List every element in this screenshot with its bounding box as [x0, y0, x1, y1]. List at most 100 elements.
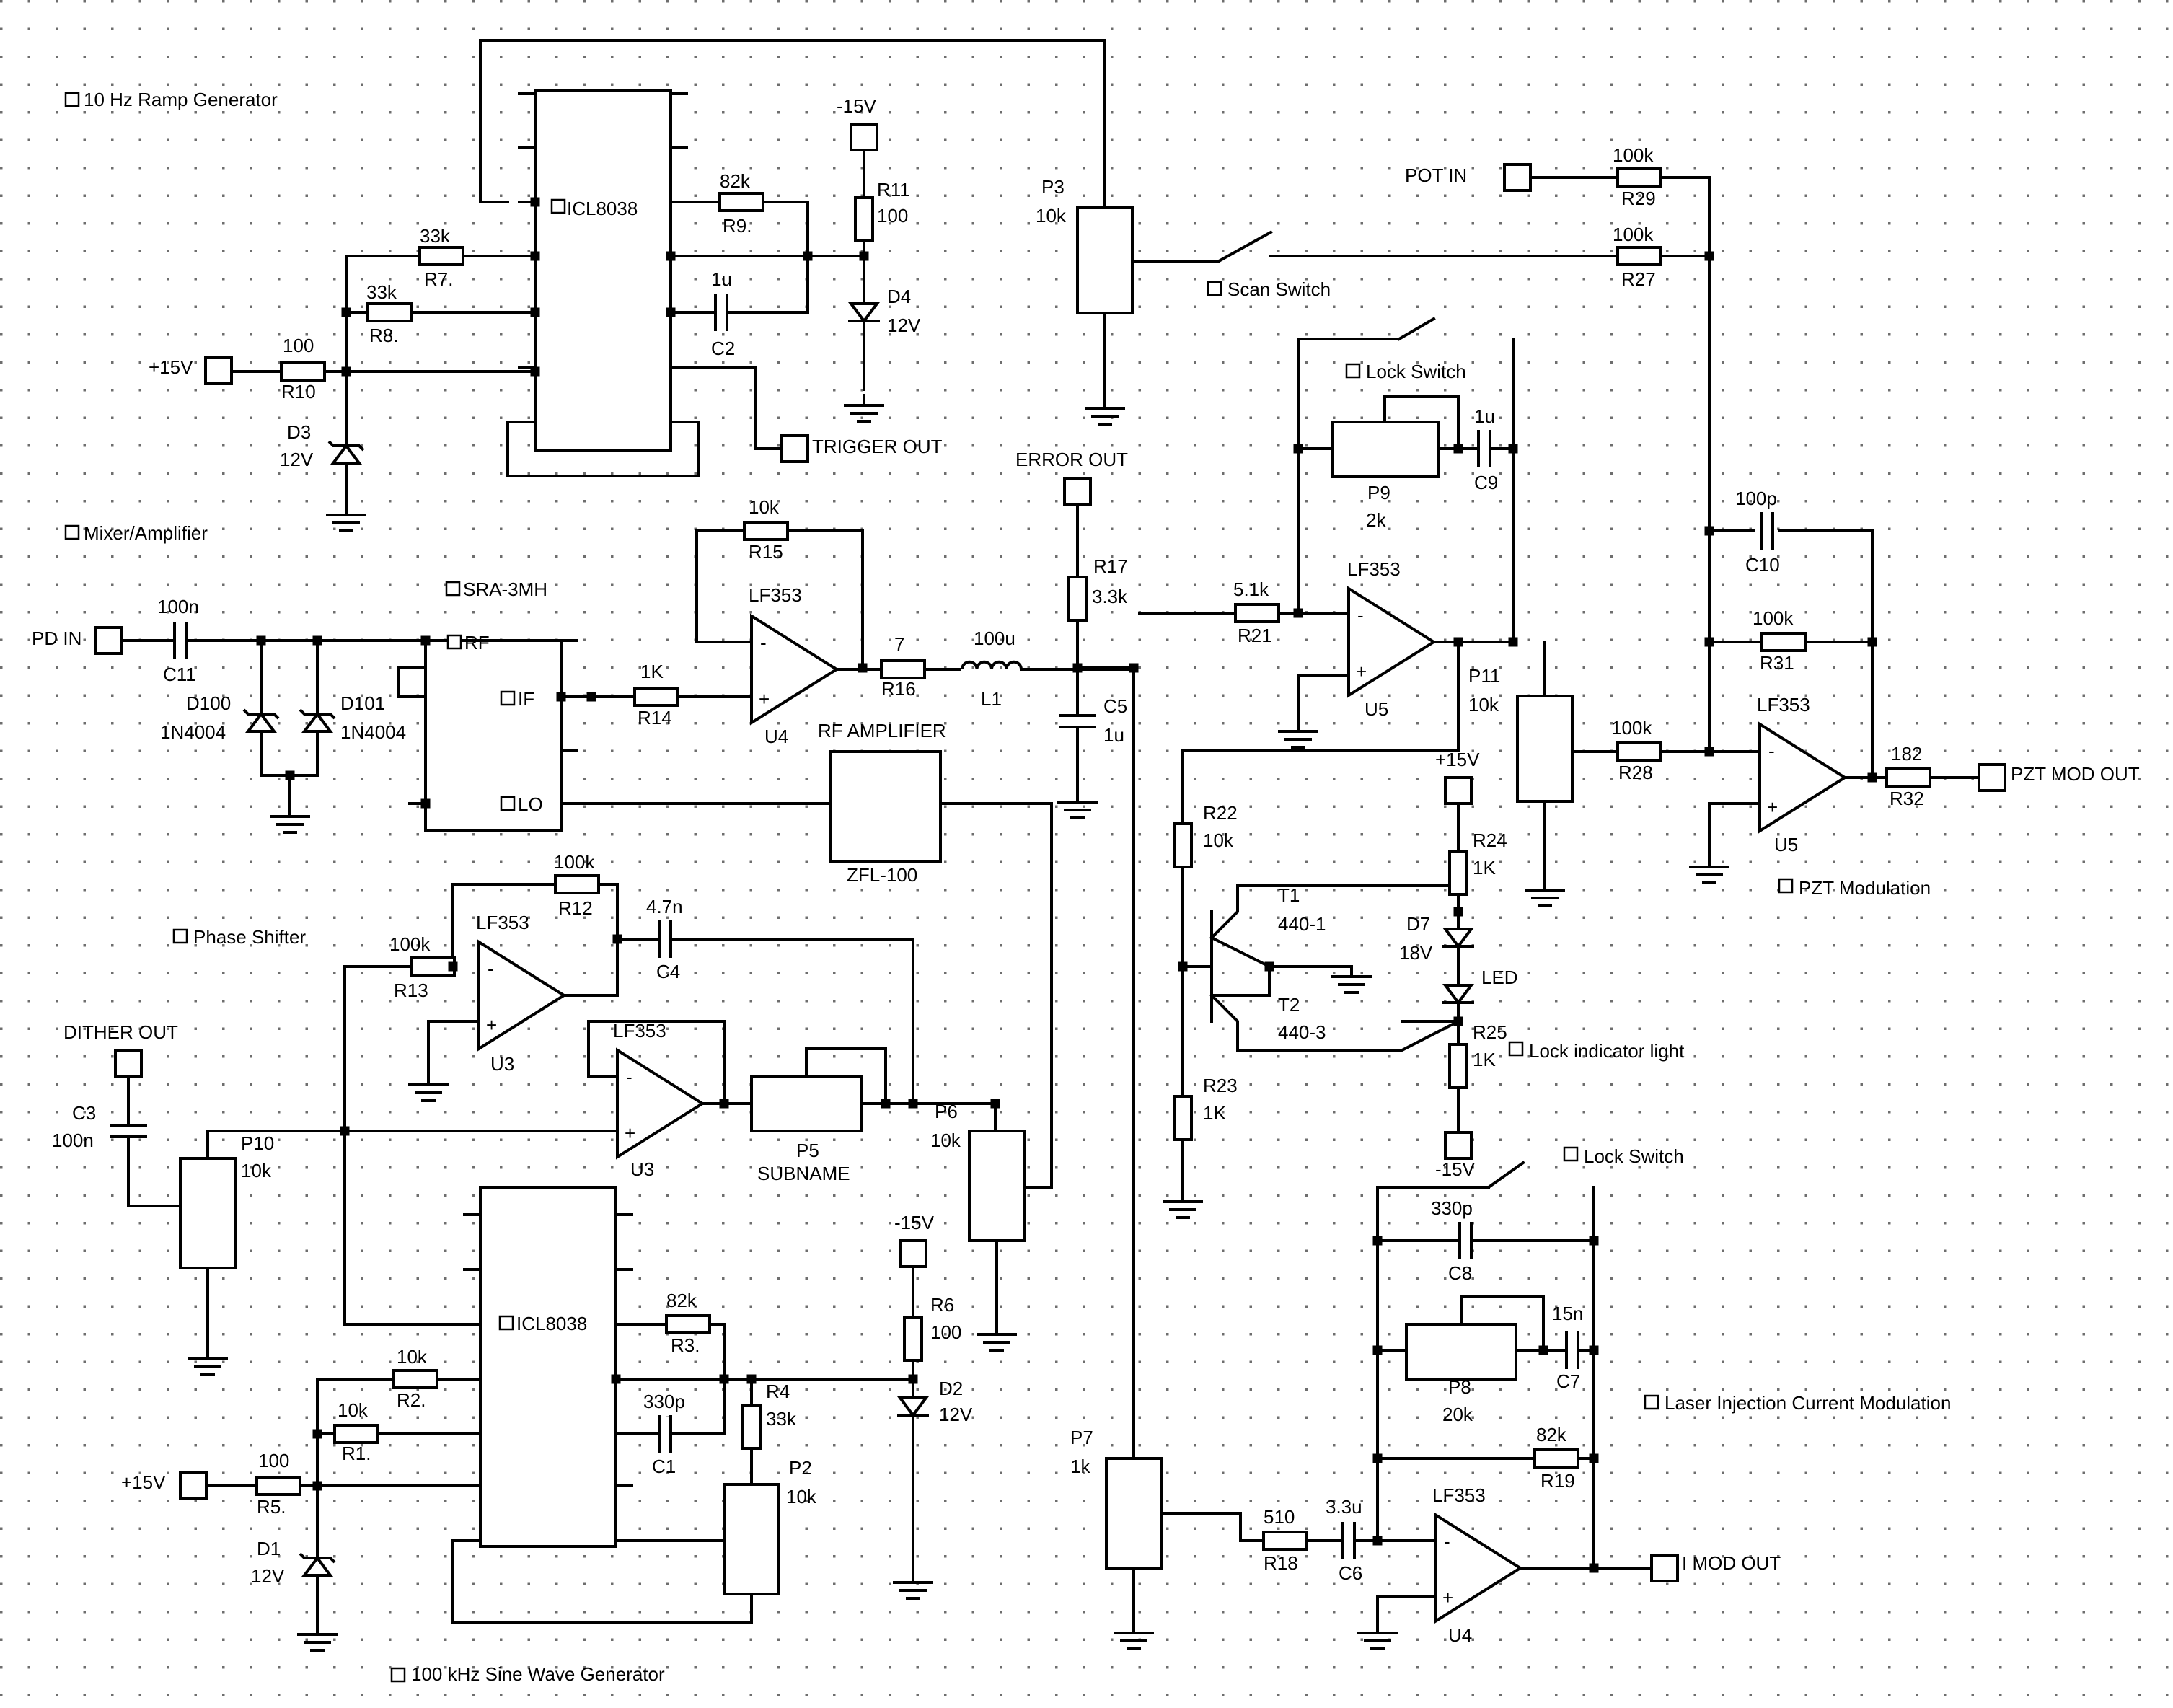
junction-dot	[746, 1374, 757, 1384]
c11-name: C11	[163, 664, 196, 685]
r1-name: R1.	[342, 1443, 371, 1464]
opamp-u5: -+	[1347, 586, 1437, 698]
dither-out: DITHER OUT	[63, 1021, 178, 1043]
mixer: SRA-3MH	[463, 578, 547, 600]
u5-type: LF353	[1347, 558, 1401, 580]
section-marker-icon	[1345, 363, 1361, 379]
p2-val: 10k	[786, 1486, 817, 1507]
resistor-r12	[554, 874, 600, 894]
junction-dot	[256, 635, 266, 646]
r23-name: R23	[1203, 1075, 1238, 1096]
labels: 10 Hz Ramp GeneratorMixer/AmplifierPhase…	[32, 89, 2140, 1685]
junction-dot	[1072, 663, 1083, 673]
ic-icl8038-top	[534, 89, 672, 452]
pzt-mod: PZT Modulation	[1799, 877, 1931, 899]
rfamp-name: ZFL-100	[847, 864, 917, 886]
junction-dot	[1704, 747, 1714, 757]
resistor-r3	[665, 1314, 711, 1334]
potentiometer-p9	[1331, 421, 1440, 478]
c1-name: C1	[652, 1456, 676, 1477]
junction-dot	[990, 1099, 1000, 1109]
r31-val: 100k	[1753, 607, 1794, 629]
svg-text:-: -	[1768, 740, 1775, 762]
mixer-if: IF	[518, 688, 534, 710]
d4-val: 12V	[887, 314, 921, 336]
r3-val: 82k	[666, 1290, 697, 1311]
r22-val: 10k	[1203, 829, 1234, 851]
laser-mod: Laser Injection Current Modulation	[1665, 1392, 1951, 1414]
junction-dot	[1508, 637, 1518, 647]
junction-dot	[1372, 1453, 1383, 1463]
port-plus15v-sine	[179, 1471, 208, 1500]
resistor-r19	[1533, 1448, 1579, 1469]
bottom: ICL8038	[516, 1313, 587, 1334]
section-marker-icon	[1778, 878, 1794, 894]
p7-name: P7	[1070, 1427, 1093, 1448]
junction-dot	[719, 1374, 729, 1384]
resistor-r21	[1234, 603, 1280, 623]
wire-r15	[695, 529, 864, 669]
p7-val: 1k	[1070, 1456, 1090, 1477]
r1-val: 10k	[338, 1399, 369, 1421]
junction-dot	[312, 635, 322, 646]
c8-name: C8	[1448, 1262, 1472, 1284]
svg-text:-: -	[626, 1066, 632, 1088]
c7-name: C7	[1556, 1370, 1580, 1392]
svg-text:+: +	[625, 1122, 635, 1144]
capacitor-c3	[110, 1124, 147, 1138]
d4-name: D4	[887, 286, 911, 307]
r29-val: 100k	[1613, 144, 1654, 166]
r5-name: R5.	[257, 1496, 286, 1518]
c9-name: C9	[1474, 472, 1498, 493]
c4-name: C4	[656, 961, 680, 982]
c10-val: 100p	[1735, 488, 1777, 509]
lock-switch-bottom: Lock Switch	[1584, 1145, 1684, 1167]
svg-text:+: +	[759, 688, 770, 710]
r27-name: R27	[1621, 268, 1656, 290]
u4-name: U4	[764, 726, 788, 747]
junction-dot	[908, 1374, 918, 1384]
zener-diode-d2	[897, 1396, 929, 1418]
junction-dot	[285, 770, 295, 780]
r6-val: 100	[930, 1321, 961, 1343]
port-pot-in	[1503, 163, 1532, 192]
d3-val: 12V	[280, 449, 314, 470]
ic-icl8038-bottom	[479, 1186, 617, 1548]
wire-ramp-feedback	[479, 39, 1106, 211]
mixer-rf: RF	[464, 632, 490, 653]
opamp-u4b: -+	[1434, 1512, 1523, 1624]
c6-name: C6	[1339, 1562, 1362, 1584]
p11-name: P11	[1468, 665, 1500, 687]
lock-switch-bottom	[1486, 1161, 1525, 1189]
vn-lock: -15V	[1435, 1158, 1476, 1180]
resistor-r1	[333, 1424, 379, 1444]
section-marker-icon	[64, 92, 80, 107]
resistor-r9	[718, 192, 764, 212]
d2-val: 12V	[939, 1404, 973, 1425]
r7-name: R7.	[424, 268, 453, 290]
port-pzt-mod-out	[1978, 763, 2006, 792]
potentiometer-p11	[1516, 695, 1574, 803]
resistor-r7	[418, 246, 464, 266]
c9-val: 1u	[1474, 405, 1495, 427]
p11-val: 10k	[1468, 694, 1499, 716]
wire-p9-wiper	[1383, 395, 1460, 450]
wire-r7	[345, 255, 537, 314]
junction-dot	[1293, 444, 1303, 454]
r10-val: 100	[283, 335, 314, 356]
junction-dot	[1372, 1536, 1383, 1546]
resistor-r2	[392, 1369, 438, 1389]
wire-dither	[127, 1075, 182, 1207]
zener-diode-d4	[848, 302, 880, 324]
resistor-r4	[741, 1404, 762, 1450]
r27-val: 100k	[1613, 224, 1654, 245]
u4b-name: U4	[1448, 1624, 1472, 1646]
port-minus15v-lock	[1444, 1131, 1473, 1160]
zener-diode-d1	[299, 1552, 336, 1577]
port-trigger-out	[780, 434, 809, 463]
r7-val: 33k	[420, 225, 451, 247]
r15-val: 10k	[749, 496, 780, 518]
junction-dot	[530, 251, 540, 261]
wire-trigger	[669, 366, 783, 450]
zener-diode-d7	[1442, 928, 1474, 949]
